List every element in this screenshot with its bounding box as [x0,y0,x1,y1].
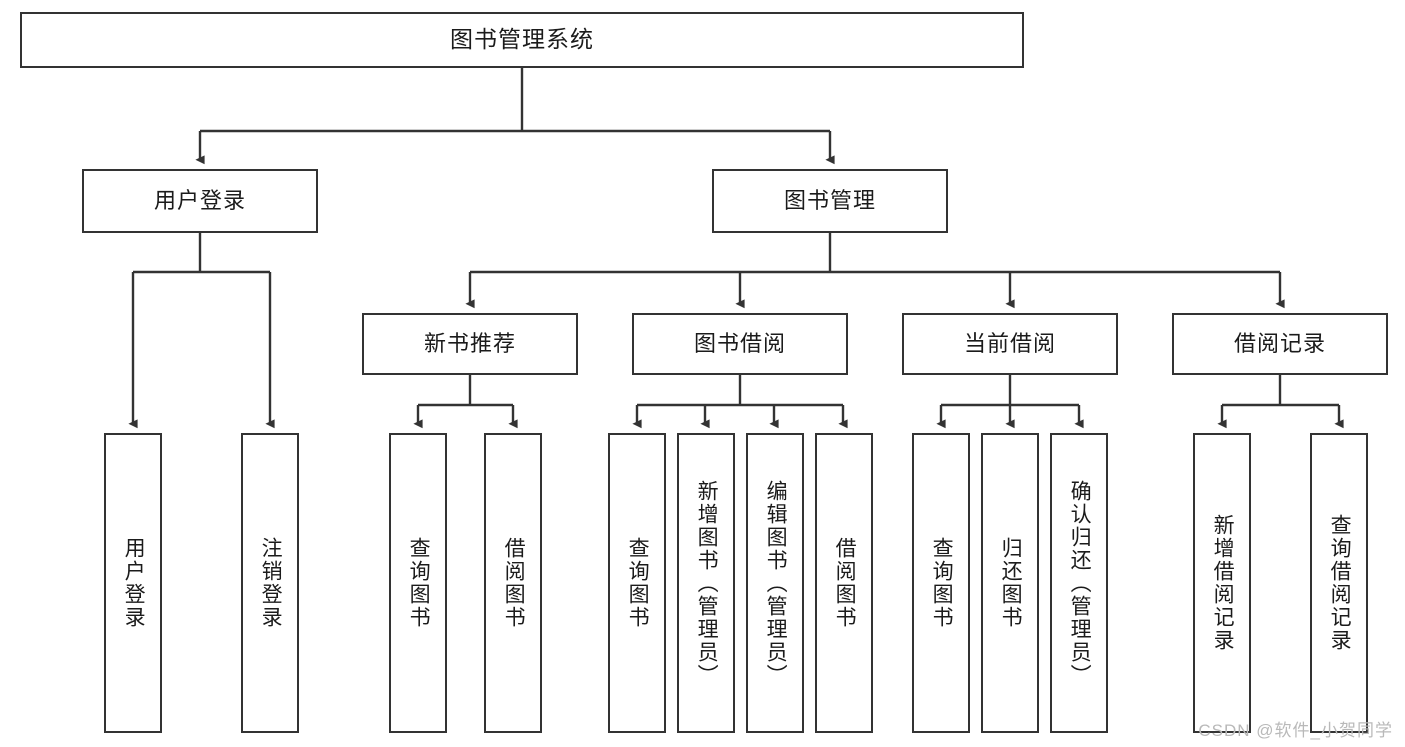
leaf-borrow-edit-book-admin[interactable]: 编辑图书（管理员） [746,433,804,733]
leaf-user-login-login[interactable]: 用户登录 [104,433,162,733]
node-label: 图书管理系统 [450,26,594,53]
node-label: 图书管理 [783,187,876,213]
node-new-book-recommend[interactable]: 新书推荐 [362,313,578,375]
node-label: 新书推荐 [423,330,516,356]
node-label: 新增借阅记录 [1211,514,1235,652]
leaf-record-query-record[interactable]: 查询借阅记录 [1310,433,1368,733]
leaf-borrow-add-book-admin[interactable]: 新增图书（管理员） [677,433,735,733]
leaf-current-query-book[interactable]: 查询图书 [912,433,970,733]
node-label: 新增图书（管理员） [695,479,719,687]
node-label: 编辑图书（管理员） [764,479,788,687]
node-label: 确认归还（管理员） [1068,479,1092,687]
leaf-recommend-query-book[interactable]: 查询图书 [389,433,447,733]
node-book-management[interactable]: 图书管理 [712,169,948,233]
node-label: 归还图书 [999,537,1023,629]
node-label: 查询图书 [626,537,650,629]
leaf-borrow-borrow-book[interactable]: 借阅图书 [815,433,873,733]
leaf-current-return-book[interactable]: 归还图书 [981,433,1039,733]
node-label: 查询图书 [930,537,954,629]
leaf-recommend-borrow-book[interactable]: 借阅图书 [484,433,542,733]
node-label: 当前借阅 [963,330,1056,356]
node-label: 借阅记录 [1233,330,1326,356]
node-label: 用户登录 [153,187,246,213]
leaf-record-add-record[interactable]: 新增借阅记录 [1193,433,1251,733]
node-book-borrow[interactable]: 图书借阅 [632,313,848,375]
node-label: 查询图书 [407,537,431,629]
leaf-user-login-logout[interactable]: 注销登录 [241,433,299,733]
node-current-borrow[interactable]: 当前借阅 [902,313,1118,375]
leaf-current-confirm-return-admin[interactable]: 确认归还（管理员） [1050,433,1108,733]
node-label: 借阅图书 [502,537,526,629]
node-label: 查询借阅记录 [1328,514,1352,652]
node-label: 用户登录 [122,537,146,629]
node-label: 借阅图书 [833,537,857,629]
node-label: 注销登录 [259,537,283,629]
node-borrow-record[interactable]: 借阅记录 [1172,313,1388,375]
node-root-system[interactable]: 图书管理系统 [20,12,1024,68]
node-label: 图书借阅 [693,330,786,356]
leaf-borrow-query-book[interactable]: 查询图书 [608,433,666,733]
node-user-login[interactable]: 用户登录 [82,169,318,233]
